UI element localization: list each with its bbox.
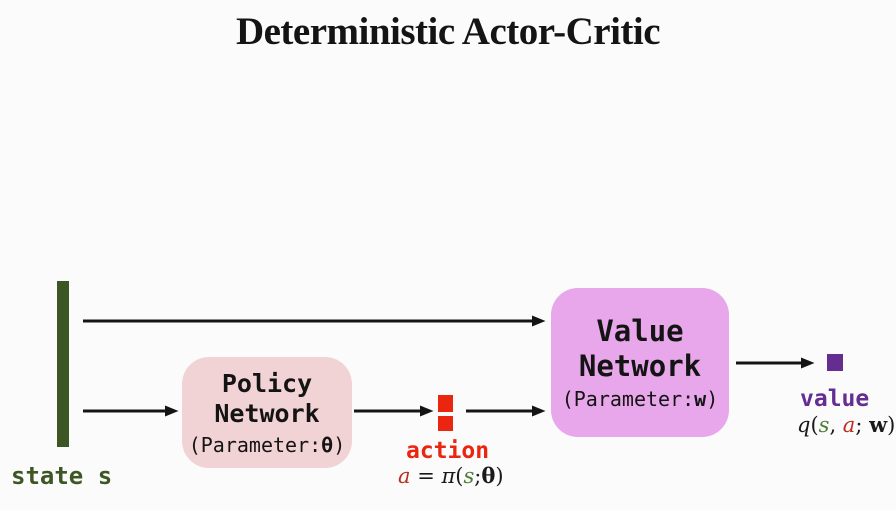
action-label: action (406, 438, 490, 464)
w-symbol: w (694, 387, 707, 412)
state-bar (57, 281, 69, 447)
formula-q: q (797, 413, 811, 437)
formula-theta: θ (481, 463, 496, 488)
value-formula: q(s, a; w) (797, 412, 896, 437)
value-output-square (827, 354, 843, 371)
value-network-title-line1: Value (596, 313, 684, 348)
action-marker-bottom-square (438, 416, 453, 431)
value-label: value (800, 386, 870, 412)
action-formula: a = π(s;θ) (398, 463, 504, 488)
state-label: state s (11, 462, 113, 490)
policy-network-title-line1: Policy (221, 368, 313, 398)
formula-s: s (818, 413, 830, 437)
formula-w: w (869, 412, 888, 437)
formula-s: s (463, 464, 475, 488)
page-title: Deterministic Actor-Critic (235, 10, 661, 53)
policy-network-title-line2: Network (214, 398, 320, 428)
theta-symbol: θ (321, 432, 334, 457)
value-network-title-line2: Network (578, 348, 702, 383)
action-marker-top-square (438, 395, 453, 412)
value-network-box: Value Network (Parameter:w) (551, 288, 729, 437)
policy-network-parameter: (Parameter:θ) (188, 432, 346, 457)
formula-a: a (398, 464, 411, 488)
formula-a: a (842, 413, 856, 437)
policy-network-box: Policy Network (Parameter:θ) (182, 357, 352, 468)
formula-pi: π (441, 464, 456, 488)
value-network-parameter: (Parameter:w) (561, 387, 719, 412)
